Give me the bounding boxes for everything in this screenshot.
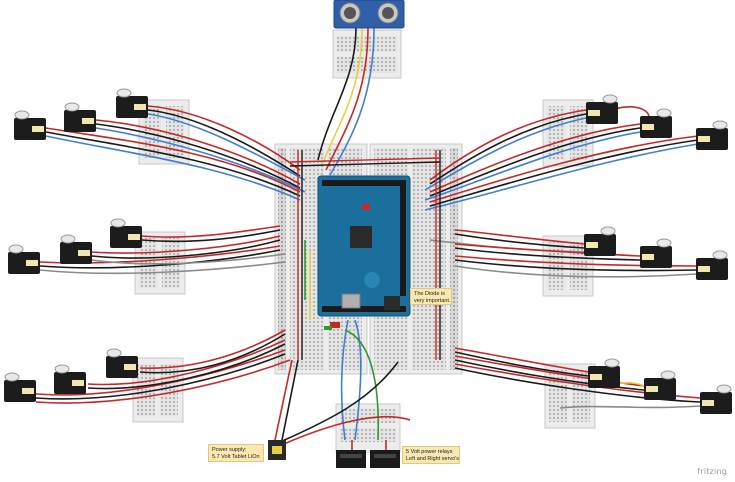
wire-sensor-echo — [321, 27, 363, 166]
note-power-line1: Power supply: — [212, 447, 247, 453]
note-power-line2: 5.7 Volt Tablet LiOn — [212, 453, 260, 460]
fritzing-logo: fritzing — [697, 467, 727, 476]
servo-motor — [54, 364, 86, 394]
servo-motor — [14, 110, 46, 140]
note-relays-line1: 5 Volt power relays — [406, 449, 453, 455]
servo-motor — [588, 358, 620, 388]
servo-motor — [640, 238, 672, 268]
note-diode: The Diode is very important. — [410, 288, 452, 305]
note-power-supply: Power supply: 5.7 Volt Tablet LiOn — [208, 444, 264, 462]
servo-motor — [8, 244, 40, 274]
relay-module — [336, 450, 400, 468]
wire-sensor-trig — [329, 27, 375, 176]
wires — [35, 27, 701, 452]
servo-motor — [64, 102, 96, 132]
note-relays-line2: Left and Right servo's — [406, 455, 460, 462]
servo-motor — [60, 234, 92, 264]
servos — [4, 88, 732, 414]
servo-motor — [4, 372, 36, 402]
ultrasonic-sensor — [333, 0, 405, 29]
power-connector — [268, 440, 286, 460]
servo-motor — [584, 226, 616, 256]
servo-motor — [106, 348, 138, 378]
breadboard-right-middle — [542, 235, 594, 297]
resistors — [324, 322, 340, 330]
breadboard-right-bottom — [544, 363, 596, 429]
servo-motor — [644, 370, 676, 400]
servo-motor — [586, 94, 618, 124]
wire-sensor-vcc — [325, 27, 369, 171]
wire-sensor-gnd — [317, 27, 357, 161]
servo-motor — [700, 384, 732, 414]
servo-motor — [116, 88, 148, 118]
note-diode-line1: The Diode is — [414, 291, 445, 297]
servo-motor — [696, 120, 728, 150]
servo-motor — [110, 218, 142, 248]
arduino-board — [317, 175, 411, 317]
servo-motor — [696, 250, 728, 280]
note-diode-line2: very important. — [414, 297, 451, 304]
servo-motor — [640, 108, 672, 138]
breadboard-relay — [335, 403, 401, 453]
note-relays: 5 Volt power relays Left and Right servo… — [402, 446, 460, 464]
